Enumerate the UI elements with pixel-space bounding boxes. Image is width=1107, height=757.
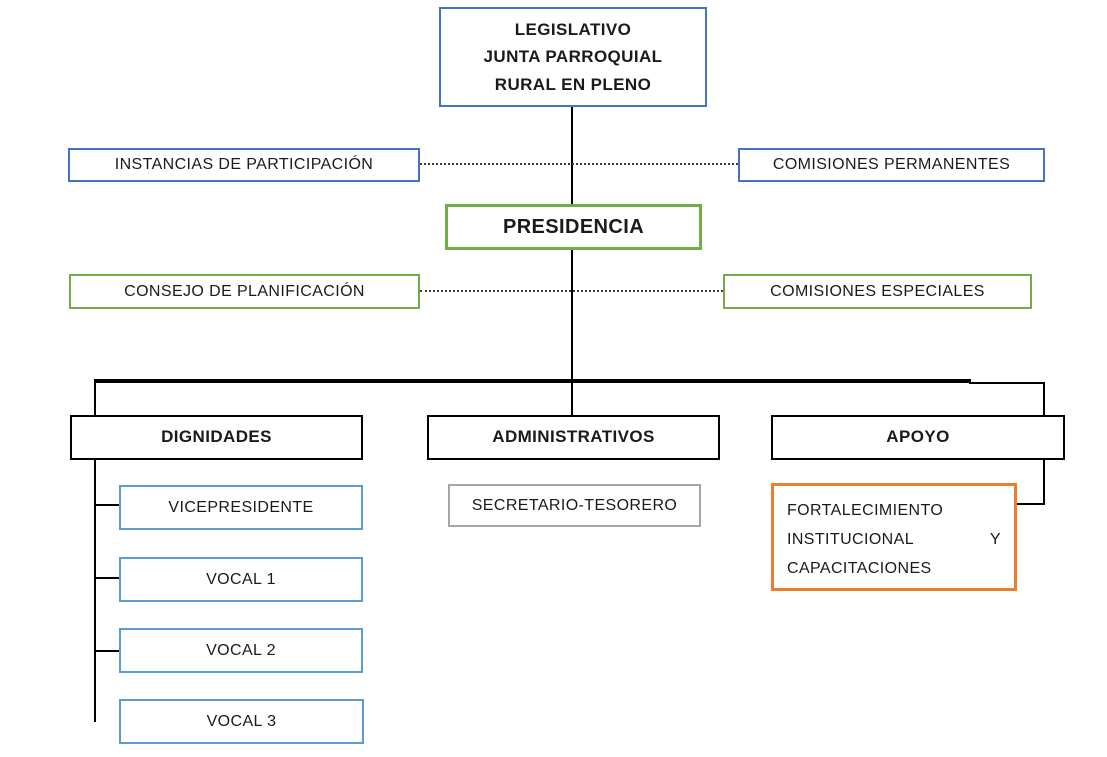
node-presidencia-label: PRESIDENCIA bbox=[502, 215, 645, 238]
node-vocal-1: VOCAL 1 bbox=[119, 557, 363, 602]
node-comisiones-permanentes: COMISIONES PERMANENTES bbox=[738, 148, 1045, 182]
node-comisiones-permanentes-label: COMISIONES PERMANENTES bbox=[772, 156, 1011, 174]
node-administrativos-label: ADMINISTRATIVOS bbox=[492, 427, 655, 447]
node-consejo-planificacion: CONSEJO DE PLANIFICACIÓN bbox=[69, 274, 420, 309]
connector-dignidades-children-spine bbox=[94, 460, 96, 722]
connector-stub-vicepresidente bbox=[94, 504, 119, 506]
node-fortalecimiento-label: FORTALECIMIENTO INSTITUCIONAL Y CAPACITA… bbox=[787, 502, 1001, 577]
node-vocal-3: VOCAL 3 bbox=[119, 699, 364, 744]
node-dignidades-label: DIGNIDADES bbox=[161, 427, 272, 447]
connector-presidencia-down bbox=[571, 250, 573, 415]
connector-apoyo-fortalecimiento-v bbox=[1043, 460, 1045, 505]
node-comisiones-especiales-label: COMISIONES ESPECIALES bbox=[770, 282, 985, 300]
node-presidencia: PRESIDENCIA bbox=[445, 204, 702, 250]
node-vocal-2: VOCAL 2 bbox=[119, 628, 363, 673]
node-apoyo: APOYO bbox=[771, 415, 1065, 460]
connector-dignidades-drop bbox=[94, 381, 96, 416]
node-administrativos: ADMINISTRATIVOS bbox=[427, 415, 720, 460]
connector-stub-vocal2 bbox=[94, 650, 119, 652]
connector-instancias-permanentes-dotted bbox=[420, 163, 738, 165]
connector-stub-vocal1 bbox=[94, 577, 119, 579]
connector-legislativo-presidencia bbox=[571, 107, 573, 204]
node-instancias-participacion-label: INSTANCIAS DE PARTICIPACIÓN bbox=[114, 156, 374, 174]
node-legislativo-label: LEGISLATIVO JUNTA PARROQUIAL RURAL EN PL… bbox=[483, 20, 663, 94]
node-dignidades: DIGNIDADES bbox=[70, 415, 363, 460]
node-vicepresidente-label: VICEPRESIDENTE bbox=[168, 498, 314, 516]
node-secretario-tesorero-label: SECRETARIO-TESORERO bbox=[471, 496, 678, 514]
connector-apoyo-fortalecimiento-h bbox=[1017, 503, 1045, 505]
connector-right-horizontal-thin bbox=[969, 382, 1045, 384]
node-comisiones-especiales: COMISIONES ESPECIALES bbox=[723, 274, 1032, 309]
connector-main-horizontal-thick bbox=[94, 379, 971, 383]
connector-consejo-especiales-dotted bbox=[420, 290, 723, 292]
node-vicepresidente: VICEPRESIDENTE bbox=[119, 485, 363, 530]
node-fortalecimiento: FORTALECIMIENTO INSTITUCIONAL Y CAPACITA… bbox=[771, 483, 1017, 591]
node-legislativo: LEGISLATIVO JUNTA PARROQUIAL RURAL EN PL… bbox=[439, 7, 707, 107]
node-vocal-2-label: VOCAL 2 bbox=[206, 641, 276, 659]
node-secretario-tesorero: SECRETARIO-TESORERO bbox=[448, 484, 701, 527]
node-vocal-1-label: VOCAL 1 bbox=[206, 570, 276, 588]
node-apoyo-label: APOYO bbox=[886, 427, 950, 447]
node-consejo-planificacion-label: CONSEJO DE PLANIFICACIÓN bbox=[124, 282, 365, 300]
connector-apoyo-drop bbox=[1043, 382, 1045, 415]
node-instancias-participacion: INSTANCIAS DE PARTICIPACIÓN bbox=[68, 148, 420, 182]
node-vocal-3-label: VOCAL 3 bbox=[206, 712, 277, 730]
